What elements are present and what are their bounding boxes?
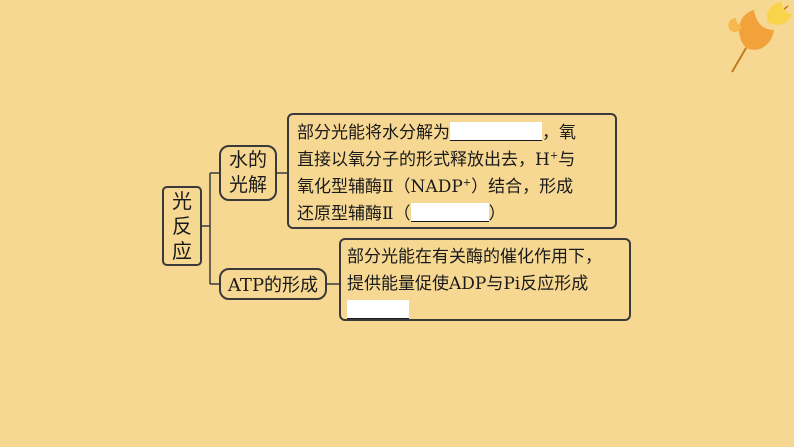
desc2-line3 — [347, 298, 623, 325]
desc1-line3: 氧化型辅酶Ⅱ（NADP+）结合，形成 — [297, 174, 607, 201]
desc1-line1-tail: ，氧 — [542, 123, 576, 143]
desc1-line3-text: 氧化型辅酶Ⅱ（NADP — [297, 177, 463, 197]
ginkgo-leaf-icon — [728, 2, 792, 73]
desc2-line2: 提供能量促使ADP与Pi反应形成 — [347, 274, 589, 294]
desc1-line4-tail: ） — [488, 204, 506, 224]
desc1-line2-text: 直接以氧分子的形式释放出去，H — [297, 150, 550, 170]
root-char-3: 应 — [172, 238, 192, 263]
fill-blank-3[interactable] — [347, 300, 409, 319]
desc1-line4-text: 还原型辅酶Ⅱ（ — [297, 204, 411, 224]
water-photolysis-description: 部分光能将水分解为，氧 直接以氧分子的形式释放出去，H+与 氧化型辅酶Ⅱ（NAD… — [287, 113, 617, 229]
fill-blank-1[interactable] — [450, 122, 542, 141]
root-char-2: 反 — [172, 213, 192, 238]
water-photolysis-node: 水的 光解 — [219, 145, 277, 201]
nadp-superscript: + — [462, 177, 472, 189]
desc1-line4: 还原型辅酶Ⅱ（ ） — [297, 201, 607, 228]
fill-blank-2[interactable] — [410, 203, 489, 222]
root-char-1: 光 — [172, 188, 192, 213]
desc2-line1: 部分光能在有关酶的催化作用下， — [347, 247, 602, 267]
desc1-line2: 直接以氧分子的形式释放出去，H+与 — [297, 147, 607, 174]
atp-formation-description: 部分光能在有关酶的催化作用下， 提供能量促使ADP与Pi反应形成 — [339, 238, 631, 321]
water-label-line1: 水的 — [228, 149, 267, 171]
atp-formation-node: ATP的形成 — [219, 268, 327, 300]
desc1-line3-tail: ）结合，形成 — [471, 177, 574, 197]
desc1-line1-text: 部分光能将水分解为 — [297, 123, 450, 143]
water-label-line2: 光解 — [228, 174, 267, 196]
atp-label: ATP的形成 — [227, 275, 319, 296]
desc1-line1: 部分光能将水分解为 ，氧 — [297, 120, 607, 147]
desc1-line2-tail: 与 — [558, 150, 576, 170]
h-ion-superscript: + — [549, 150, 559, 162]
light-reaction-node: 光 反 应 — [162, 186, 202, 266]
